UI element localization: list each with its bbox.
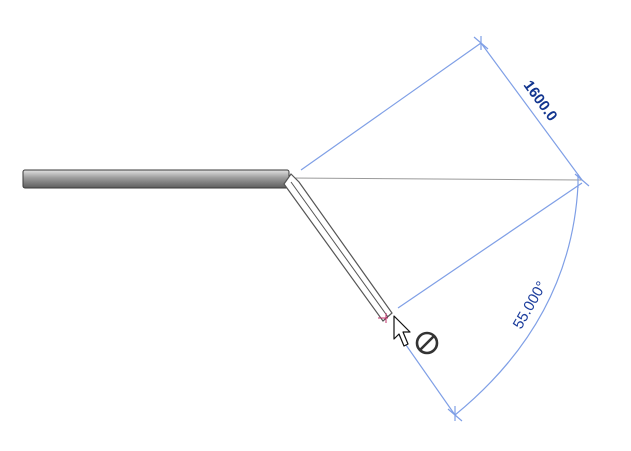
horizontal-wall[interactable]: [22, 169, 290, 189]
linear-dimension-text[interactable]: 1600.0: [520, 77, 561, 124]
angular-dimension-text[interactable]: 55.000°: [510, 279, 551, 332]
angular-dimension[interactable]: [397, 182, 583, 422]
reference-line: [288, 177, 583, 181]
angled-wall-preview[interactable]: [283, 173, 393, 322]
not-allowed-icon: [415, 331, 439, 355]
arrow-cursor-icon: [393, 315, 411, 347]
snap-marker: [378, 313, 388, 323]
